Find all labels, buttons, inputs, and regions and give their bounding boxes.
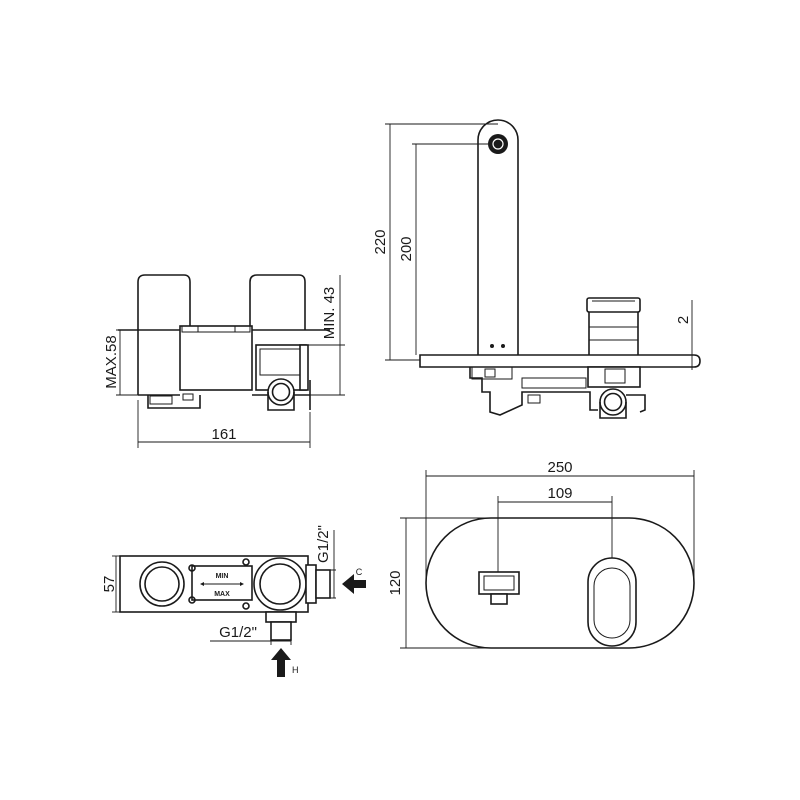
dim-inlet-hot: G1/2" [219,624,257,641]
wall-plate [419,354,701,368]
front-plate-view: 250 109 120 [387,459,695,649]
dim-inlet-cold: G1/2" [315,525,332,563]
arrow-hot [271,648,291,677]
oval-plate [425,517,695,649]
base-foot [147,395,201,409]
dim-plate-width: 250 [547,459,572,476]
mark-min: MIN [216,573,229,580]
concealed-body [469,367,598,416]
cold-inlet-nut [305,564,317,604]
arrow-cold [342,574,366,594]
left-block [137,274,191,330]
right-block [249,274,306,330]
dim-max-depth: MAX.58 [103,335,120,388]
spout-side-view: 220 200 2 [372,119,701,419]
spout-body [477,119,519,355]
left-ring [139,561,185,607]
handle-cap [586,297,641,313]
label-cold: C [356,567,363,577]
dim-width: 161 [211,426,236,443]
dim-plate-thickness: 2 [675,316,692,324]
body-top-cap [181,325,251,333]
dim-plate-height: 120 [387,570,404,595]
cold-inlet-thread [315,569,331,599]
hot-inlet-nut [265,611,297,623]
label-hot: H [292,665,299,675]
hot-inlet-thread [270,621,292,641]
mark-max: MAX [214,591,230,598]
spout-outlet [488,134,508,154]
dim-min-depth: MIN. 43 [321,287,338,340]
side-body-view: 161 MAX.58 MIN. 43 [103,274,345,448]
dim-height-total: 220 [372,229,389,254]
dim-top-depth: 57 [101,576,118,593]
lever-handle [587,557,637,647]
spout-end [478,571,520,595]
top-body-view: MIN MAX 57 G1/2" G1/2" C H [101,525,366,677]
body-box [179,325,253,391]
right-ring [253,557,307,611]
dim-spacing: 109 [547,485,572,502]
dim-height-outlet: 200 [398,236,415,261]
